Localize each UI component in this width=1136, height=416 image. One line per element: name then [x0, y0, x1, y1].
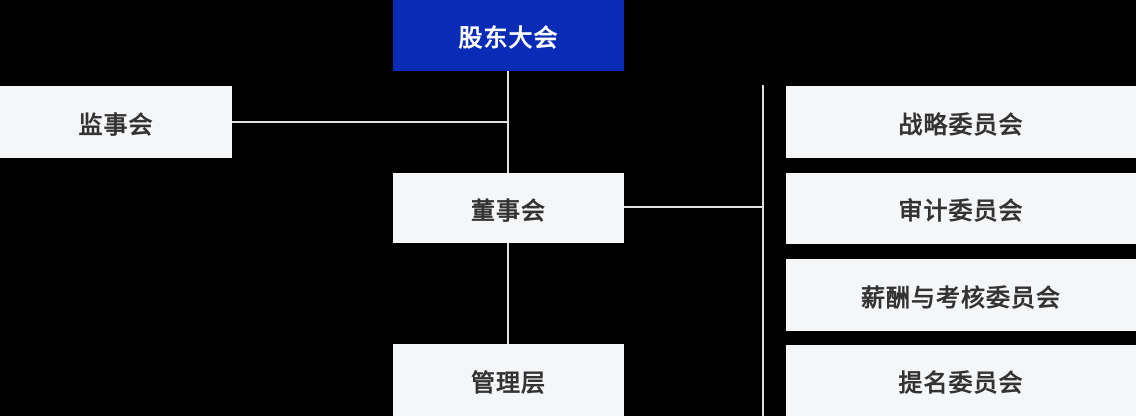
node-supervisory-board-label: 监事会	[78, 111, 154, 139]
node-supervisory-board: 监事会	[0, 86, 232, 158]
node-strategy-committee-label: 战略委员会	[898, 111, 1024, 139]
node-board-of-directors: 董事会	[393, 173, 624, 243]
node-nomination-committee: 提名委员会	[786, 345, 1136, 416]
node-remuneration-appraisal-committee: 薪酬与考核委员会	[786, 259, 1136, 331]
node-remuneration-appraisal-committee-label: 薪酬与考核委员会	[861, 284, 1061, 312]
node-strategy-committee: 战略委员会	[786, 86, 1136, 158]
node-nomination-committee-label: 提名委员会	[898, 370, 1024, 397]
node-management-label: 管理层	[471, 369, 546, 397]
node-audit-committee: 审计委员会	[786, 173, 1136, 244]
node-shareholders-meeting-label: 股东大会	[458, 25, 559, 52]
node-audit-committee-label: 审计委员会	[898, 198, 1024, 225]
node-management: 管理层	[393, 344, 624, 416]
connector-board-to-committee-spine	[624, 206, 764, 208]
connector-board-to-management	[507, 243, 509, 344]
node-board-of-directors-label: 董事会	[471, 197, 546, 225]
node-shareholders-meeting: 股东大会	[393, 0, 624, 71]
connector-committee-spine	[762, 85, 764, 416]
connector-supervisory-to-trunk	[232, 121, 509, 123]
